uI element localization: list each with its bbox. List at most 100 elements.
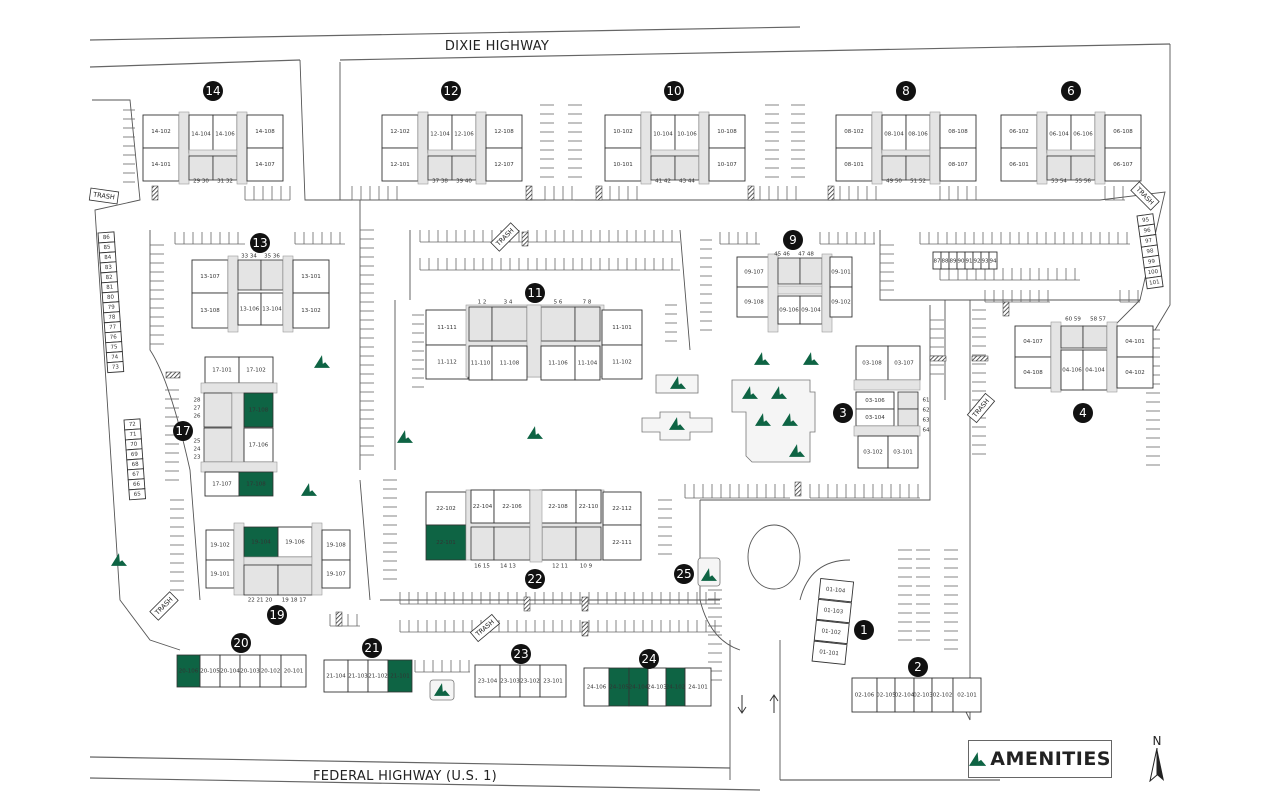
building-number: 17 xyxy=(175,424,190,438)
breezeway xyxy=(698,111,710,185)
unit-label: 23-102 xyxy=(520,679,539,685)
garage-bay xyxy=(188,155,214,181)
unit: 20-104 xyxy=(219,654,241,688)
garage-stall: 68 xyxy=(126,458,144,471)
breezeway xyxy=(640,111,652,185)
unit: 14-108 xyxy=(246,114,284,149)
garage-number: 24 xyxy=(194,447,201,453)
building-number: 23 xyxy=(513,647,528,661)
unit-label: 17-102 xyxy=(246,368,265,374)
unit: 02-104 xyxy=(894,677,915,713)
unit-label: 10-104 xyxy=(653,132,673,138)
building-number-badge: 17 xyxy=(173,421,193,441)
garage-stall: 82 xyxy=(100,271,118,284)
unit: 08-107 xyxy=(939,147,977,182)
arrow-up-icon xyxy=(769,694,779,713)
trash-box xyxy=(1130,181,1160,211)
garage-stall-number: 80 xyxy=(107,295,115,302)
unit-label: 22-102 xyxy=(436,506,455,512)
unit: 03-108 xyxy=(855,345,889,381)
unit: 20-102 xyxy=(259,654,282,688)
unit: 08-101 xyxy=(835,147,873,182)
unit: 10-108 xyxy=(708,114,746,149)
unit-outline xyxy=(1000,114,1038,149)
unit-label: 11-111 xyxy=(437,325,456,331)
unit-outline xyxy=(952,677,982,713)
unit-label: 03-101 xyxy=(893,450,912,456)
garage-bay xyxy=(237,259,262,291)
unit-label: 22-104 xyxy=(473,504,493,510)
garage-stall-number: 92 xyxy=(974,259,981,265)
garage-stall: 83 xyxy=(99,261,118,274)
unit-outline xyxy=(539,664,567,698)
building-number-badge: 12 xyxy=(441,81,461,101)
breezeway xyxy=(200,461,278,473)
unit-outline xyxy=(851,677,878,713)
breezeway xyxy=(200,382,278,394)
building-number: 14 xyxy=(205,84,220,98)
unit: 09-107 xyxy=(736,256,772,288)
garage-stall: 81 xyxy=(101,281,119,294)
garage-bay xyxy=(575,526,602,561)
garage-stall: 91 xyxy=(964,251,974,270)
garage-number: 12 11 xyxy=(552,564,568,570)
garage-stall-number: 73 xyxy=(112,364,120,371)
unit: 10-106 xyxy=(674,114,700,154)
building-number-badge: 24 xyxy=(639,649,659,669)
unit: 21-104 xyxy=(323,659,349,693)
breezeway xyxy=(475,111,487,185)
unit-label: 23-103 xyxy=(500,679,520,685)
trash-enclosure: TRASH xyxy=(490,222,520,252)
unit-outline xyxy=(474,664,501,698)
north-arrow-icon xyxy=(1149,747,1164,783)
building-number-badge: 14 xyxy=(203,81,223,101)
unit-outline xyxy=(835,114,873,149)
garage-number: 7 8 xyxy=(583,300,592,306)
garage-stall-outline xyxy=(106,361,125,374)
unit: 08-108 xyxy=(939,114,977,149)
unit-outline xyxy=(243,427,274,463)
garage-stall-number: 89 xyxy=(950,259,957,265)
unit-label: 22-108 xyxy=(548,504,568,510)
garage-number: 3 4 xyxy=(504,300,513,306)
garage-bay xyxy=(799,257,823,285)
unit: 20-106 xyxy=(176,654,201,688)
unit-label: 19-101 xyxy=(210,572,229,578)
breezeway xyxy=(526,304,542,378)
garage-number: 25 xyxy=(194,439,201,445)
garage-bay xyxy=(650,155,676,181)
unit-label: 04-108 xyxy=(1023,370,1043,376)
unit-label: 11-102 xyxy=(612,360,631,366)
garage-stall-number: 99 xyxy=(1148,259,1156,266)
garage-stall-number: 85 xyxy=(103,245,111,252)
unit-label: 13-108 xyxy=(200,308,220,314)
unit-label: 06-104 xyxy=(1049,132,1069,138)
breezeway xyxy=(233,522,245,596)
unit: 13-108 xyxy=(191,292,229,329)
garage-bay xyxy=(493,526,531,561)
garage-number: 62 xyxy=(923,408,930,414)
unit-label: 20-104 xyxy=(220,669,240,675)
unit-label: 02-104 xyxy=(895,693,915,699)
breezeway xyxy=(1094,111,1106,185)
unit-outline xyxy=(491,345,528,381)
badge-circle xyxy=(833,403,853,423)
garage-bay xyxy=(203,392,233,428)
garage-number: 53 54 xyxy=(1051,179,1067,185)
unit-label: 13-106 xyxy=(240,307,260,313)
unit: 12-107 xyxy=(485,147,523,182)
building-number: 11 xyxy=(527,286,542,300)
garage-stall-number: 72 xyxy=(129,422,136,428)
unit-outline xyxy=(451,114,477,154)
trash-box xyxy=(490,222,520,252)
unit-outline xyxy=(427,114,453,154)
garage-stall-number: 79 xyxy=(108,304,116,311)
breezeway xyxy=(1106,321,1118,393)
unit: 13-102 xyxy=(292,292,330,329)
trash-label: TRASH xyxy=(92,190,116,201)
building-number-badge: 20 xyxy=(231,633,251,653)
garage-number: 29 30 xyxy=(193,179,209,185)
unit: 09-108 xyxy=(736,286,772,318)
unit: 14-107 xyxy=(246,147,284,182)
